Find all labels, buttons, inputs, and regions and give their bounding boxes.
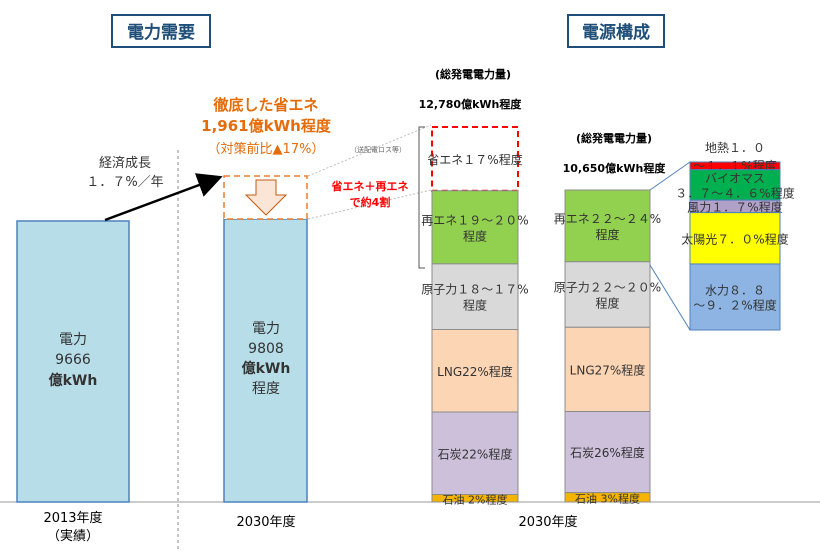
col2-stack: 再エネ２２～２４%程度原子力２２～２０%程度LNG27%程度石炭26%程度石油 … xyxy=(554,189,661,505)
col1-segment xyxy=(431,190,519,265)
bar-2030-label-1: 電力 xyxy=(252,321,280,337)
bar-2013-label-3: 億kWh xyxy=(49,372,98,389)
col1-segment-label: 省エネ１７%程度 xyxy=(427,152,522,167)
growth-arrow-icon xyxy=(104,173,223,222)
col1-segment-label: 原子力１８～１７% xyxy=(421,283,528,297)
col2-segment-label: LNG27%程度 xyxy=(570,362,646,377)
combined-note-1: 省エネ＋再エネ xyxy=(331,179,409,193)
col1-segment-label: 程度 xyxy=(463,228,487,243)
saving-label-1: 徹底した省エネ xyxy=(212,96,318,114)
col2-segment xyxy=(564,261,651,328)
breakdown-label: ３．７～４．６%程度 xyxy=(675,185,794,200)
bar-2013 xyxy=(16,220,130,503)
demand-header-box xyxy=(111,14,211,48)
bar-2030-label-3: 億kWh xyxy=(242,360,291,377)
breakdown-label: バイオマス xyxy=(705,171,765,185)
breakdown-label: 太陽光７．０%程度 xyxy=(681,231,788,246)
bracket xyxy=(418,126,425,269)
side-note: （送配電ロス等） xyxy=(350,145,406,154)
bar-2030-label-4: 程度 xyxy=(252,381,280,397)
col2-segment xyxy=(564,492,651,503)
xlabel-2013-sub: （実績） xyxy=(47,528,99,544)
xlabel-2030-supply: 2030年度 xyxy=(518,514,577,530)
supply-header-box xyxy=(567,14,665,48)
bar-2030 xyxy=(223,218,308,503)
col1-segment-label: 程度 xyxy=(463,298,487,313)
connector-bottom xyxy=(307,189,432,220)
breakdown-segment xyxy=(689,263,781,331)
col2-segment-label: 石油 3%程度 xyxy=(575,491,640,505)
breakdown-label: 風力１．７%程度 xyxy=(687,199,782,214)
bar-2030-label-2: 9808 xyxy=(248,341,284,357)
col1-stack: 省エネ１７%程度再エネ１９～２０%程度原子力１８～１７%程度LNG22%程度石炭… xyxy=(421,126,529,506)
col2-total-label: (総発電電力量) xyxy=(576,131,652,145)
growth-label-2: １．７%／年 xyxy=(86,175,163,190)
col2-segment-label: 石炭26%程度 xyxy=(570,445,645,460)
growth-label-1: 経済成長 xyxy=(99,155,151,171)
breakdown-connector-top xyxy=(649,161,691,191)
xlabel-2013: 2013年度 xyxy=(43,510,102,526)
col2-segment xyxy=(564,411,651,494)
col2-segment-label: 再エネ２２～２４% xyxy=(554,212,661,226)
col1-segment-label: 再エネ１９～２０% xyxy=(421,213,528,227)
breakdown-label: 地熱１．０ xyxy=(705,141,765,155)
col2-total-value: 10,650億kWh程度 xyxy=(563,161,667,175)
bar-2013-label-1: 電力 xyxy=(59,332,87,348)
saving-label-2: 1,961億kWh程度 xyxy=(201,117,332,135)
supply-header: 電源構成 xyxy=(582,22,650,43)
down-arrow-icon xyxy=(244,179,288,216)
demand-header: 電力需要 xyxy=(127,22,195,43)
combined-note-2: で約4割 xyxy=(350,195,391,209)
col2-segment-label: 程度 xyxy=(595,296,619,311)
col1-segment-label: 石油 2%程度 xyxy=(443,492,508,506)
saving-label-3: （対策前比▲17%） xyxy=(208,141,325,157)
col1-segment-label: LNG22%程度 xyxy=(437,364,513,379)
col2-segment xyxy=(564,326,651,413)
col2-segment-label: 原子力２２～２０% xyxy=(554,281,661,295)
xlabel-2030-demand: 2030年度 xyxy=(236,514,295,530)
col1-total-label: (総発電電力量) xyxy=(435,67,511,81)
col1-segment xyxy=(431,329,519,413)
breakdown-stack: 地熱１．０～１．１%程度バイオマス３．７～４．６%程度風力１．７%程度太陽光７．… xyxy=(675,141,795,331)
breakdown-label: ～９．２%程度 xyxy=(693,297,776,312)
breakdown-label: 水力８．８ xyxy=(705,283,765,297)
col1-segment xyxy=(431,263,519,330)
bar-2013-label-2: 9666 xyxy=(55,352,91,368)
breakdown-segment xyxy=(689,212,781,265)
col1-total-value: 12,780億kWh程度 xyxy=(419,97,523,111)
col1-segment xyxy=(431,494,519,503)
breakdown-connector-bottom xyxy=(649,264,691,331)
col2-segment-label: 程度 xyxy=(595,227,619,242)
col1-segment-label: 石炭22%程度 xyxy=(438,446,513,461)
